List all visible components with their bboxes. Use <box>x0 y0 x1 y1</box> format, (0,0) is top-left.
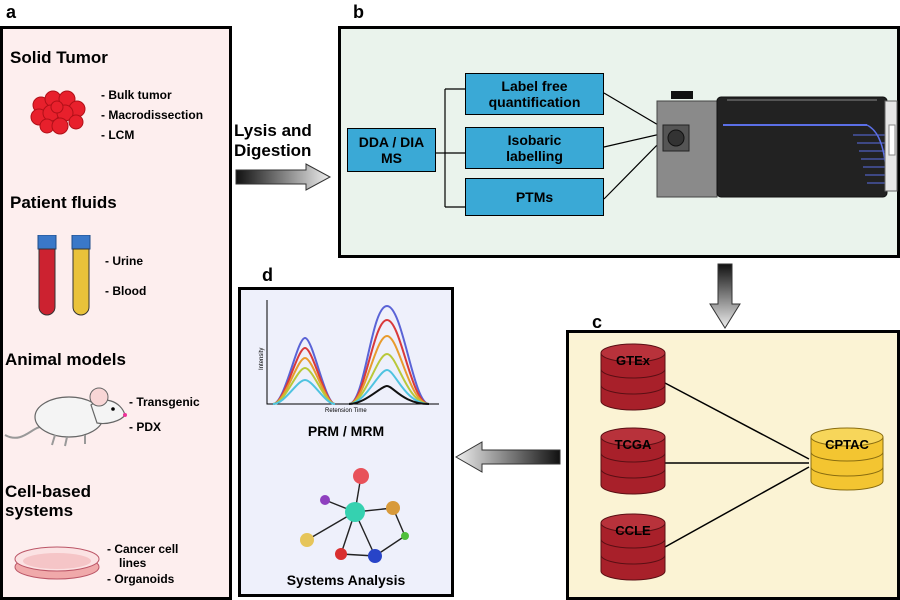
solid-tumor-title: Solid Tumor <box>10 48 108 67</box>
panel-a-letter: a <box>6 2 17 22</box>
blood-tubes-icon <box>37 235 91 316</box>
item-pdx: - PDX <box>129 420 162 434</box>
item-organoids: - Organoids <box>107 572 175 586</box>
ptms-box: PTMs <box>465 178 604 216</box>
tcga-db-icon <box>600 427 666 495</box>
down-arrow-icon <box>709 263 741 329</box>
panel-c-databases: GTEx TCGA CCLE CPTAC <box>566 330 900 600</box>
cell-based-title-line2: systems <box>5 501 74 520</box>
panel-b-letter: b <box>353 2 364 22</box>
prm-mrm-label: PRM / MRM <box>307 423 385 439</box>
tumor-icon <box>30 90 86 135</box>
ms-label-line2: MS <box>381 150 402 166</box>
x-axis-label: Retension Time <box>325 408 367 414</box>
isobaric-line2: labelling <box>506 148 563 164</box>
item-lines: lines <box>119 556 147 570</box>
systems-analysis-label: Systems Analysis <box>286 572 406 588</box>
database-network: GTEx TCGA CCLE CPTAC <box>600 343 884 581</box>
y-axis-label: Intensity <box>259 348 265 370</box>
tcga-label: TCGA <box>615 437 652 452</box>
label-free-line2: quantification <box>488 94 581 110</box>
ccle-db-icon <box>600 513 666 581</box>
mouse-icon <box>4 387 127 447</box>
item-urine: - Urine <box>105 254 144 268</box>
left-arrow-icon <box>454 441 561 473</box>
item-macrodissection: - Macrodissection <box>101 108 204 122</box>
lysis-arrow-icon <box>235 163 332 191</box>
label-free-line1: Label free <box>501 78 568 94</box>
animal-models-title: Animal models <box>5 350 126 369</box>
arrow-label-line1: Lysis and <box>234 121 312 140</box>
petri-dish-icon <box>14 546 100 580</box>
panel-d-letter: d <box>262 265 273 285</box>
item-bulk-tumor: - Bulk tumor <box>101 88 172 102</box>
isobaric-line1: Isobaric <box>507 132 562 148</box>
cptac-label: CPTAC <box>825 437 869 452</box>
item-cancer-cell: - Cancer cell <box>107 542 179 556</box>
gtex-db-icon <box>600 343 666 411</box>
item-transgenic: - Transgenic <box>129 395 200 409</box>
workflow-connectors <box>436 88 666 208</box>
patient-fluids-title: Patient fluids <box>10 193 117 212</box>
panel-d-targeted-analysis: Intensity Retension Time <box>238 287 454 597</box>
mass-spectrometer-icon <box>656 91 898 198</box>
ms-label-line1: DDA / DIA <box>358 134 425 150</box>
arrow-label-line2: Digestion <box>234 141 312 160</box>
panel-a-sample-sources: Solid Tumor - Bulk tumor - Macrodissecti… <box>0 26 232 600</box>
item-blood: - Blood <box>105 284 147 298</box>
item-lcm: - LCM <box>101 128 135 142</box>
chromatogram-and-network: Intensity Retension Time <box>259 300 439 563</box>
ptms-label: PTMs <box>515 189 554 205</box>
ccle-label: CCLE <box>615 523 651 538</box>
gtex-label: GTEx <box>616 353 651 368</box>
cell-based-title-line1: Cell-based <box>5 482 91 501</box>
panel-c-letter: c <box>592 312 603 332</box>
cptac-db-icon <box>810 427 884 491</box>
